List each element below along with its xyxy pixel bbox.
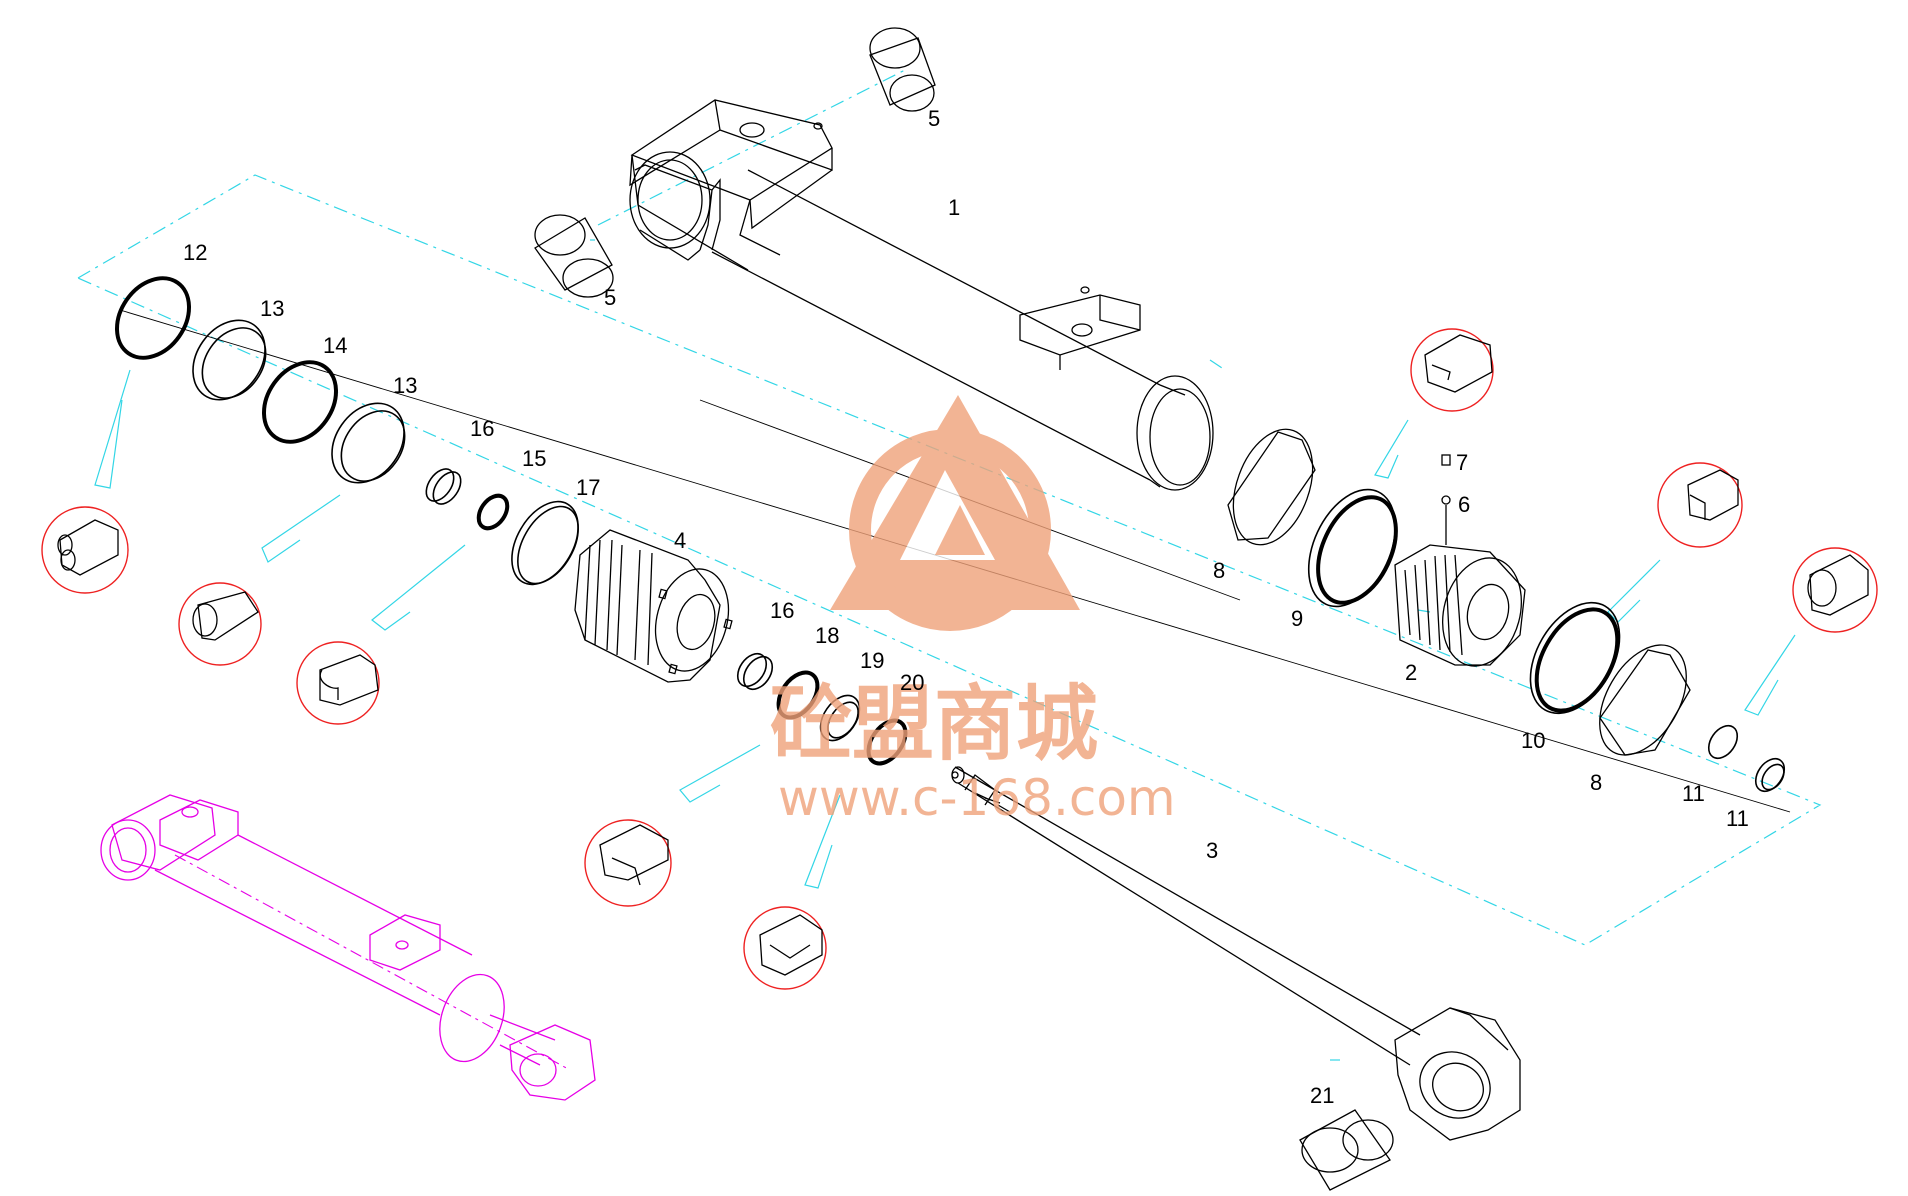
piston-rod bbox=[951, 766, 1521, 1141]
part-label-19: 19 bbox=[860, 648, 884, 673]
part-label-5-left: 5 bbox=[604, 285, 616, 310]
piston-rings-right bbox=[1227, 428, 1398, 608]
detail-leaders bbox=[94, 369, 1796, 889]
watermark-url: www.c-168.com bbox=[778, 769, 1176, 827]
watermark: 砼盟商城 www.c-168.com bbox=[770, 395, 1176, 827]
bushing-21 bbox=[1299, 1109, 1394, 1191]
detail-circle-seal-10 bbox=[1657, 462, 1743, 548]
detail-circles bbox=[41, 328, 1878, 990]
part-label-8-left: 8 bbox=[1213, 558, 1225, 583]
small-rings-head bbox=[425, 468, 579, 586]
detail-circle-seal-20 bbox=[743, 906, 827, 990]
part-label-13-a: 13 bbox=[260, 296, 284, 321]
part-label-20: 20 bbox=[900, 670, 924, 695]
seal-rings-left bbox=[115, 276, 406, 484]
cylinder-head bbox=[574, 529, 733, 683]
part-label-11-a: 11 bbox=[1682, 781, 1705, 806]
piston bbox=[1394, 454, 1526, 667]
part-label-8-right: 8 bbox=[1590, 770, 1602, 795]
part-label-1: 1 bbox=[948, 195, 960, 220]
part-label-7: 7 bbox=[1456, 450, 1468, 475]
part-label-4: 4 bbox=[674, 528, 686, 553]
part-label-16-b: 16 bbox=[770, 598, 794, 623]
watermark-brand: 砼盟商城 bbox=[770, 677, 1098, 772]
detail-circle-ring-11 bbox=[1792, 547, 1878, 633]
bushing-5-left bbox=[534, 214, 614, 298]
detail-circle-ring-13 bbox=[178, 582, 262, 666]
detail-circle-seal-16 bbox=[296, 641, 380, 725]
piston-seals-right bbox=[1529, 601, 1691, 756]
part-labels: 1 2 3 4 5 5 6 7 8 8 9 10 11 11 12 13 13 … bbox=[183, 106, 1749, 1108]
part-label-9: 9 bbox=[1291, 606, 1303, 631]
cylinder-barrel bbox=[629, 99, 1214, 491]
small-rings-11 bbox=[1707, 724, 1786, 793]
part-label-13-b: 13 bbox=[393, 373, 417, 398]
part-label-16-a: 16 bbox=[470, 416, 494, 441]
part-label-15: 15 bbox=[522, 446, 546, 471]
assembly-preview bbox=[100, 794, 596, 1101]
part-label-18: 18 bbox=[815, 623, 839, 648]
part-label-14: 14 bbox=[323, 333, 347, 358]
part-label-5-top: 5 bbox=[928, 106, 940, 131]
part-label-3: 3 bbox=[1206, 838, 1218, 863]
part-label-12: 12 bbox=[183, 240, 207, 265]
part-label-6: 6 bbox=[1458, 492, 1470, 517]
detail-circle-seal-18 bbox=[584, 819, 672, 907]
part-label-2: 2 bbox=[1405, 660, 1417, 685]
watermark-logo-icon bbox=[830, 395, 1080, 631]
detail-circle-seal-9 bbox=[1410, 328, 1494, 412]
bushing-5-top bbox=[869, 27, 936, 112]
part-label-10: 10 bbox=[1521, 728, 1545, 753]
detail-circle-seal-12 bbox=[41, 506, 129, 594]
rod-seals bbox=[736, 652, 908, 766]
part-label-21: 21 bbox=[1310, 1083, 1334, 1108]
part-label-17: 17 bbox=[576, 475, 600, 500]
part-label-11-b: 11 bbox=[1726, 806, 1749, 831]
